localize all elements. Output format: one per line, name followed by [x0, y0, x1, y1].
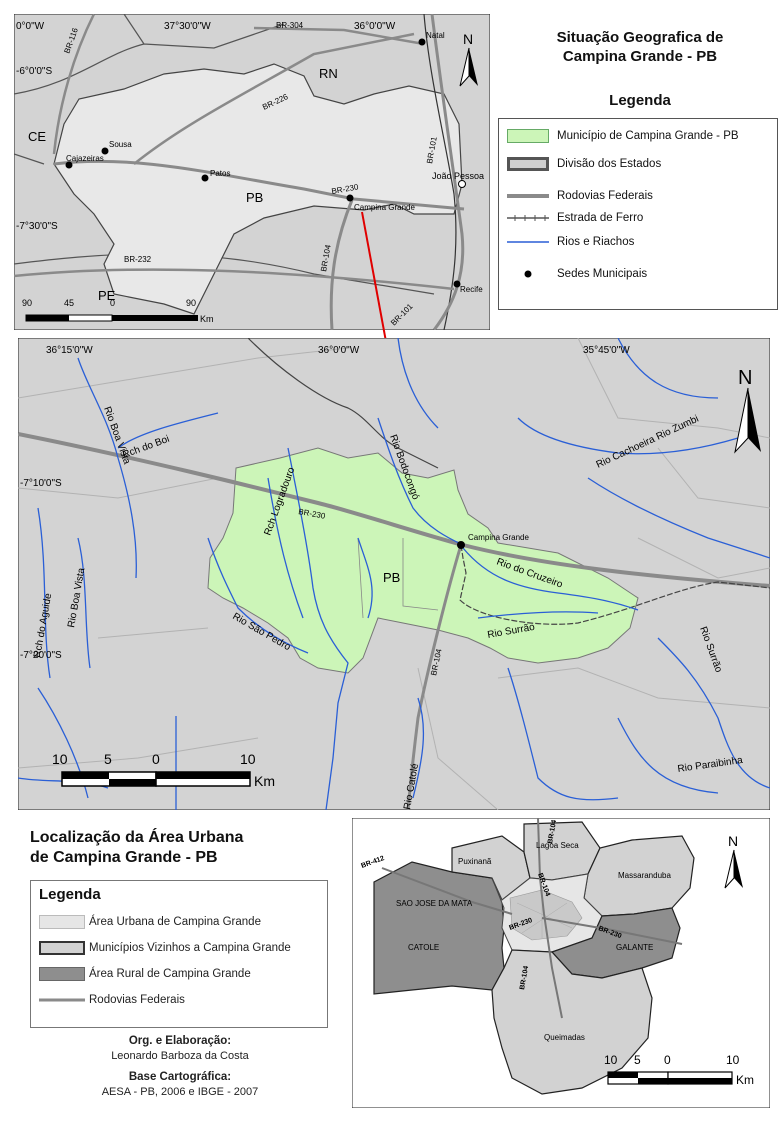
city-label-sousa: Sousa: [109, 140, 132, 149]
legend-item-rural: Área Rural de Campina Grande: [39, 967, 251, 981]
legend-item-vizinhos: Municípios Vizinhos a Campina Grande: [39, 941, 291, 955]
svg-text:Km: Km: [200, 314, 214, 324]
lat-label-0: -6°0'0"S: [16, 66, 52, 77]
urban-area-title: Localização da Área Urbana de Campina Gr…: [30, 829, 244, 866]
city-label-campina-grande: Campina Grande: [354, 203, 415, 212]
city-dot-cajazeiras: [65, 161, 73, 169]
city-label-joao-pessoa: João Pessoa: [432, 171, 484, 181]
muni-label-catole: CATOLE: [408, 943, 439, 952]
legend-item-ferrovia: Estrada de Ferro: [507, 212, 644, 224]
city-dot-campina-grande-mid: [457, 541, 465, 549]
muni-label-queimadas: Queimadas: [544, 1033, 585, 1042]
lat-label-mid-0: -7°10'0"S: [20, 478, 62, 489]
road-br-230-top: [53, 159, 465, 211]
legend-item-rodovias: Rodovias Federais: [507, 190, 653, 202]
municipality-detail-map: Campina Grande PB 36°15'0"W 36°0'0"W 35°…: [18, 338, 770, 810]
city-label-cajazeiras: Cajazeiras: [66, 154, 104, 163]
muni-label-massaranduba: Massaranduba: [618, 871, 671, 880]
road-label-br-104-north: BR-104: [547, 819, 558, 844]
svg-text:0: 0: [110, 298, 115, 308]
road-label-br-232: BR-232: [124, 255, 152, 264]
city-dot-patos: [201, 174, 209, 182]
city-label-recife: Recife: [460, 285, 483, 294]
north-arrow-icon: N: [724, 833, 743, 889]
svg-text:0: 0: [152, 751, 160, 767]
svg-text:N: N: [738, 367, 752, 389]
svg-text:5: 5: [634, 1053, 641, 1067]
svg-text:90: 90: [22, 298, 32, 308]
lon-label-mid-2: 35°45'0"W: [583, 345, 630, 356]
city-dot-recife: [453, 280, 461, 288]
state-label-rn: RN: [319, 66, 338, 81]
svg-text:N: N: [463, 31, 473, 47]
legend-item-municipio: Município de Campina Grande - PB: [507, 129, 739, 143]
map-title: Situação Geografica de Campina Grande - …: [556, 29, 724, 65]
road-br-101-top: [430, 14, 465, 330]
top-location-map: 0°0"W 37°30'0"W 36°0'0"W -6°0'0"S -7°30'…: [14, 14, 490, 330]
scale-bar-top: 90 45 0 90 Km: [22, 298, 214, 324]
lon-label-2: 36°0'0"W: [354, 21, 396, 32]
muni-label-sao-jose-da-mata: SAO JOSE DA MATA: [396, 899, 473, 908]
city-label-patos: Patos: [210, 169, 230, 178]
urban-location-map: Puxinanã Lagoa Seca SAO JOSE DA MATA Mas…: [352, 818, 770, 1108]
svg-text:N: N: [728, 833, 738, 849]
muni-label-lagoa-seca: Lagoa Seca: [536, 841, 579, 850]
road-br-116-top: [52, 14, 96, 155]
lon-label-1: 37°30'0"W: [164, 21, 211, 32]
north-arrow-icon: N: [734, 367, 761, 454]
city-dot-sousa: [101, 147, 109, 155]
lat-label-mid-1: -7°20'0"S: [20, 650, 62, 661]
scale-bar-mid: 10 5 0 10 Km: [52, 751, 275, 789]
state-label-pe: PE: [98, 288, 116, 303]
municipality-queimadas: [491, 949, 653, 1095]
legend-bottom: Legenda Área Urbana de Campina Grande Mu…: [30, 880, 328, 1028]
legend-item-rios: Rios e Riachos: [507, 236, 635, 248]
lat-label-1: -7°30'0"S: [16, 221, 58, 232]
svg-text:10: 10: [240, 751, 256, 767]
road-br-104-top: [329, 199, 354, 330]
svg-text:0: 0: [664, 1053, 671, 1067]
state-label-pb: PB: [246, 190, 263, 205]
legend-item-urbana: Área Urbana de Campina Grande: [39, 915, 261, 929]
legend-item-divisao: Divisão dos Estados: [507, 157, 661, 171]
road-label-br-104-south: BR-104: [519, 965, 530, 990]
city-dot-campina-grande: [346, 194, 354, 202]
road-br-304-top: [253, 26, 425, 46]
legend-heading-top: Legenda: [609, 92, 671, 109]
state-label-ce: CE: [28, 129, 46, 144]
road-br-230-mid: [18, 432, 770, 588]
rural-catole-region: [373, 861, 505, 995]
road-br-232-top: [14, 268, 455, 291]
road-br-226-top: [133, 32, 415, 165]
city-label-campina-grande-mid: Campina Grande: [468, 533, 529, 542]
svg-text:45: 45: [64, 298, 74, 308]
legend-item-sedes: Sedes Municipais: [507, 267, 647, 281]
state-label-pb-mid: PB: [383, 570, 400, 585]
svg-text:10: 10: [52, 751, 68, 767]
svg-text:Km: Km: [736, 1073, 754, 1087]
scale-bar-bottom: 10 5 0 10 Km: [604, 1053, 754, 1087]
lon-label-mid-0: 36°15'0"W: [46, 345, 93, 356]
svg-text:10: 10: [726, 1053, 740, 1067]
muni-label-galante: GALANTE: [616, 943, 653, 952]
city-label-natal: Natal: [426, 31, 445, 40]
road-label-br-304: BR-304: [276, 21, 304, 30]
city-dot-natal: [418, 38, 426, 46]
legend-top: Município de Campina Grande - PB Divisão…: [498, 118, 778, 310]
lon-label-0: 0°0"W: [16, 21, 45, 32]
city-dot-joao-pessoa: [458, 180, 466, 188]
svg-text:Km: Km: [254, 773, 275, 789]
muni-label-puxinana: Puxinanã: [458, 857, 492, 866]
credits: Org. e Elaboração: Leonardo Barboza da C…: [101, 1035, 259, 1098]
svg-text:90: 90: [186, 298, 196, 308]
railway-mid: [459, 544, 770, 625]
svg-text:10: 10: [604, 1053, 618, 1067]
north-arrow-icon: N: [459, 31, 478, 87]
legend-item-rodovias-bottom: Rodovias Federais: [39, 994, 185, 1006]
svg-text:5: 5: [104, 751, 112, 767]
lon-label-mid-1: 36°0'0"W: [318, 345, 360, 356]
